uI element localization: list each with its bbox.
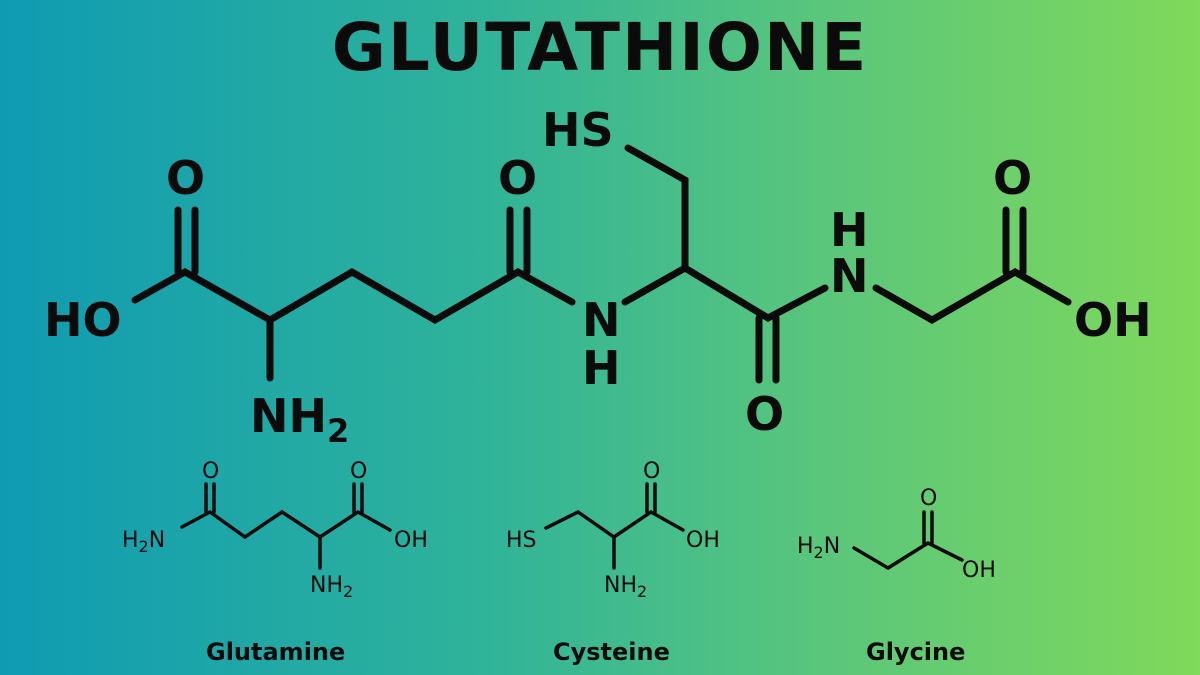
- atom-oxygen-mid: O: [498, 151, 537, 205]
- glutamine-amide: H2N: [122, 528, 165, 556]
- glutamine-hydroxyl: OH: [394, 528, 428, 553]
- glycine-structure: H2N O OH Glycine: [797, 486, 996, 666]
- atom-hydrogen-2: H: [830, 203, 869, 257]
- glutamine-structure: O H2N O OH NH2 Glutamine: [122, 459, 428, 666]
- atom-thiol: HS: [542, 103, 614, 157]
- glycine-hydroxyl: OH: [962, 558, 996, 583]
- cysteine-amine: NH2: [604, 573, 647, 601]
- atom-amine: NH2: [250, 389, 349, 450]
- atom-oxygen-left: O: [166, 151, 205, 205]
- glycine-amine: H2N: [797, 534, 840, 562]
- glycine-oxygen: O: [920, 486, 937, 511]
- glutamine-amine: NH2: [310, 573, 353, 601]
- glutathione-backbone-right: [872, 267, 1072, 325]
- glutamine-oxygen-2: O: [350, 459, 367, 484]
- cysteine-chain: [544, 509, 685, 540]
- atom-hydroxyl-right: OH: [1074, 293, 1152, 347]
- glycine-chain: [852, 540, 964, 571]
- cysteine-oxygen: O: [643, 459, 660, 484]
- cysteine-structure: HS O OH NH2 Cysteine: [506, 459, 720, 666]
- page-title: GLUTATHIONE: [331, 9, 869, 86]
- glycine-label: Glycine: [866, 638, 965, 666]
- glutamine-label: Glutamine: [206, 638, 345, 666]
- glutamine-chain: [180, 509, 392, 540]
- cysteine-thiol: HS: [506, 528, 537, 553]
- glutathione-structure: O HO NH2 O HS N H O H N O OH: [44, 103, 1152, 450]
- atom-nitrogen-2: N: [830, 249, 869, 303]
- glutathione-backbone-mid: [621, 263, 829, 323]
- atom-hydrogen-1: H: [582, 341, 621, 395]
- atom-oxygen-bottom: O: [745, 387, 784, 441]
- bond-thiol-chain: [624, 144, 689, 272]
- atom-hydroxyl-left: HO: [44, 293, 122, 347]
- atom-oxygen-right: O: [993, 151, 1032, 205]
- atom-nitrogen-1: N: [582, 293, 621, 347]
- cysteine-label: Cysteine: [553, 638, 670, 666]
- glutamine-oxygen-1: O: [202, 459, 219, 484]
- glutathione-backbone-left: [131, 267, 576, 325]
- cysteine-hydroxyl: OH: [686, 528, 720, 553]
